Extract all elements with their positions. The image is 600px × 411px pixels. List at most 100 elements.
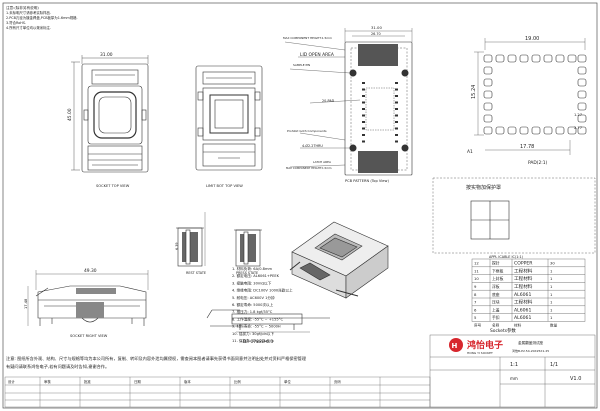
pad-detail-view (474, 38, 586, 155)
bom-cell: 8 (474, 292, 477, 297)
press-state-view (234, 229, 262, 267)
pcb-pad (362, 134, 365, 136)
pad-width-dim: 19.00 (525, 36, 539, 42)
title-header: 版本 (184, 379, 191, 384)
pcb-pad (362, 108, 365, 110)
revision-strip (4, 376, 431, 408)
bom-cell: 1 (550, 307, 553, 312)
bom-cell: 压块 (492, 300, 500, 305)
company-en: HONG YI SOCKET (467, 351, 493, 355)
pcb-max-height-bottom: MAX COMPONENT HEIGHT:1.5mm (286, 166, 332, 170)
dp-label: DP-0788B-6.3 (243, 339, 273, 345)
pcb-pad (395, 134, 398, 136)
bom-cell: 工程材料 (514, 299, 533, 306)
version-value: V1.0 (570, 376, 581, 382)
pcb-pad (395, 88, 398, 91)
limit-bot-label: LIMIT BOT TOP VIEW (206, 184, 243, 188)
pad-height-dim: 15.24 (471, 85, 477, 99)
spec-line: 1. 材料负荷: 6A/0.8mm (232, 266, 272, 271)
pad-outline (543, 54, 553, 63)
spec-line: 8. 工作温度: -55°C ~ +155°C (232, 316, 283, 321)
pad-outline (555, 126, 565, 135)
bom-cell: 1 (550, 300, 553, 305)
protect-label: 按实物加保护罩 (466, 184, 501, 191)
isometric-view (289, 221, 389, 299)
title-header: 页码 (334, 379, 341, 384)
pcb-pad (395, 114, 398, 117)
pad-outline (483, 54, 493, 63)
pad-grid (483, 54, 587, 135)
pad-outline (495, 54, 505, 63)
protect-box (432, 177, 596, 254)
bom-cell: 手扣 (492, 315, 500, 320)
appl-ic-label: APPL ICABLE IC(1:1) (489, 255, 524, 259)
company-name: 鸿怡电子 (467, 339, 503, 351)
pcb-pattern-label: PCB PATTERN (Top View) (345, 179, 389, 183)
bom-cell: 30 (550, 261, 555, 266)
pad-outline (567, 54, 577, 63)
pcb-pad (362, 88, 365, 91)
unit-value: mm (510, 376, 518, 381)
company-logo: H (449, 338, 463, 352)
pad-outline (577, 66, 587, 75)
rest-state-view (176, 212, 206, 267)
pad-outline (577, 102, 587, 111)
pcb-pad (395, 121, 398, 123)
pad-outline (577, 54, 587, 63)
bom-cell: 9 (474, 284, 477, 289)
pad-pitch-a: 1.27 (574, 113, 582, 117)
spec-line: 4. 绝缘电阻: DC100V 1000兆欧以上 (232, 288, 293, 293)
pcb-pad (395, 95, 398, 97)
pcb-dim-lines (284, 28, 413, 168)
spec-line: 9. 材料寿命: -55°C ~ 5000H (232, 324, 281, 329)
logo-mark: H (452, 342, 458, 350)
pad-outline (519, 54, 529, 63)
pad-outline (567, 126, 577, 135)
socket-right-label: SOCKET RIGHT VIEW (70, 334, 108, 338)
pcb-sample-pin: SAMPLE PIN (293, 63, 310, 67)
press-state-label: PRESS STATE (236, 271, 258, 275)
pcb-inner-dim: 26.70 (371, 32, 381, 36)
pad-outline (507, 54, 517, 63)
note-1: 1.未标明尺寸请参考实际样品. (6, 10, 51, 15)
pad-outline (531, 54, 541, 63)
pcb-pad (395, 127, 398, 130)
bom-cell: 工程材料 (514, 283, 533, 290)
pcb-max-height-top: MAX COMPONENT HEIGHT:1.5mm (283, 36, 332, 40)
applicable-ic-diagram (470, 200, 510, 240)
note-3: 3.符合RoHS. (6, 20, 26, 25)
pcb-pad (395, 82, 398, 84)
pcb-width-dim: 31.00 (371, 25, 382, 30)
notes-header: 注意:(除非另有说明) (6, 5, 39, 10)
pad-outline (483, 126, 493, 135)
bom-cell: 工程材料 (514, 275, 533, 282)
pcb-pad (362, 101, 365, 104)
rest-dim: 6.39 (175, 242, 179, 250)
bom-cell: 浮板 (492, 284, 500, 289)
bom-header: 名称 (492, 323, 500, 328)
spec-line: 11. 保持力: 1kg 2.4gf/m (232, 338, 274, 343)
bom-header: 材料 (514, 323, 522, 328)
dp-side-view (206, 309, 330, 333)
socket-right-view (27, 270, 149, 326)
sockets-label: Sockets参数 (490, 327, 516, 334)
rest-state-label: REST STATE (186, 271, 206, 275)
pcb-thru: 4-Ø2.2THRU (302, 143, 323, 148)
scale-value: 1:1 (510, 362, 518, 368)
pcb-latch-area: LATCH AREA (313, 160, 331, 164)
pad-outline (531, 126, 541, 135)
pcb-pad (362, 82, 365, 84)
spec-line: 2. 额定电压: AL6061+PEEK (232, 273, 280, 278)
top-height-dim: 45.00 (67, 108, 73, 121)
socket-top-view (71, 55, 149, 173)
socket-top-label: SOCKET TOP VIEW (96, 184, 130, 188)
pcb-pad (395, 101, 398, 104)
bom-cell: 11 (474, 268, 479, 273)
bom-cell: 1 (550, 315, 553, 320)
title-header: 设计 (8, 379, 15, 384)
pcb-lid-open-area: LID OPEN AREA (300, 52, 334, 58)
title-block-grid (429, 334, 596, 408)
